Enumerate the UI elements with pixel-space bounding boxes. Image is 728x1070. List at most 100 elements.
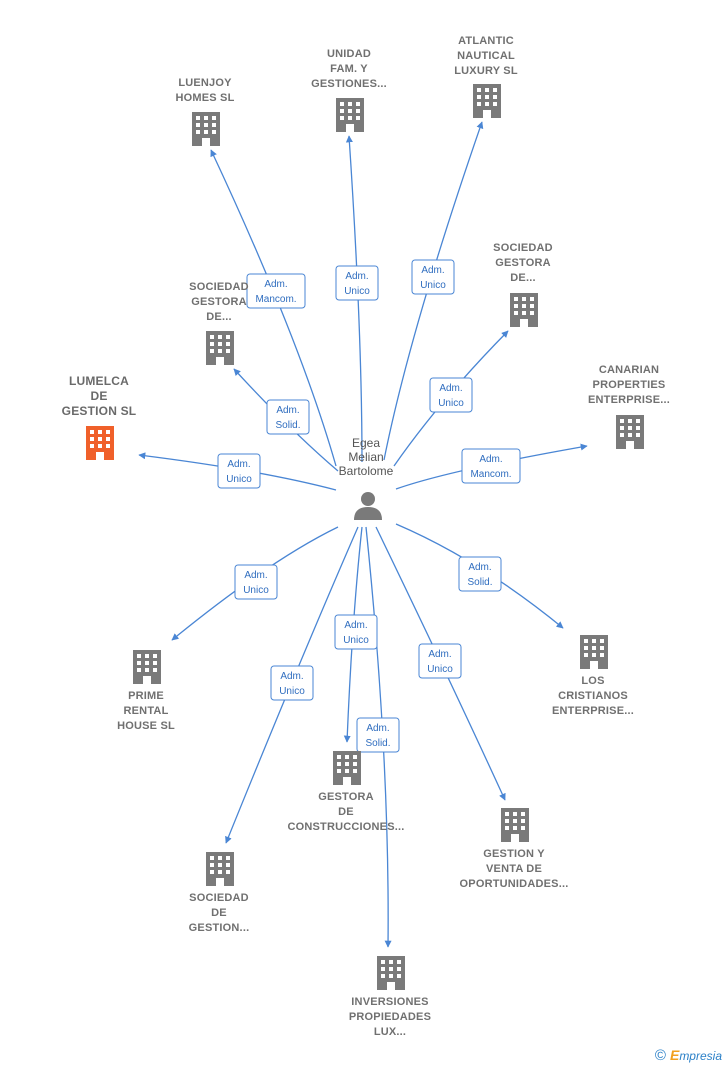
company-name-line: HOMES SL [175, 92, 234, 104]
role-badge-box [234, 564, 278, 600]
role-badge-line: Adm. [244, 570, 267, 581]
role-badge-line: Adm. [344, 620, 367, 631]
building-icon [510, 293, 538, 327]
company-name-line: CRISTIANOS [558, 690, 628, 702]
building-icon [133, 650, 161, 684]
role-badge-box [246, 273, 306, 309]
company-name-line: GESTION SL [62, 404, 137, 418]
company-name-line: PROPIEDADES [349, 1011, 431, 1023]
edge-unidad [345, 135, 363, 463]
company-node-sociedad-gestion[interactable]: SOCIEDADDEGESTION... [189, 852, 250, 934]
role-badge-line: Mancom. [470, 469, 511, 480]
company-node-luenjoy[interactable]: LUENJOY HOMES SL [175, 77, 234, 146]
role-badge-box [411, 259, 455, 295]
role-badge-line: Solid. [467, 577, 492, 588]
building-icon [501, 808, 529, 842]
role-badge-line: Unico [344, 286, 370, 297]
brand-initial: E [669, 1047, 680, 1063]
role-badge-line: Adm. [276, 405, 299, 416]
company-node-sociedad-gestora-1[interactable]: SOCIEDADGESTORADE... [189, 281, 249, 365]
company-name-line: NAUTICAL [457, 50, 515, 62]
role-badge-prime[interactable]: Adm. Unico [234, 564, 278, 600]
company-name-line: LOS [581, 675, 604, 687]
company-name-line: CANARIAN [599, 364, 659, 376]
company-name-line: GESTION... [189, 922, 250, 934]
building-icon [206, 331, 234, 365]
role-badge-line: Adm. [227, 459, 250, 470]
company-name-line: SOCIEDAD [493, 242, 553, 254]
brand-footer: ©Empresia [655, 1047, 722, 1064]
role-badge-sociedad-gestion[interactable]: Adm.Unico [270, 665, 314, 701]
role-badge-line: Unico [343, 635, 369, 646]
company-name-line: INVERSIONES [351, 996, 428, 1008]
edge-luenjoy [210, 149, 337, 467]
company-name-line: LUENJOY [178, 77, 232, 89]
company-name-line: GESTORA [191, 296, 247, 308]
company-name-line: FAM. Y [330, 63, 368, 75]
role-badge-box [461, 448, 521, 484]
role-badge-line: Adm. [264, 279, 287, 290]
role-badge-line: Adm. [479, 454, 502, 465]
role-badge-line: Unico [438, 398, 464, 409]
role-badge-sociedad-gestora-1[interactable]: Adm. Solid. [266, 399, 310, 435]
role-badge-box [270, 665, 314, 701]
company-name-line: ENTERPRISE... [588, 394, 670, 406]
role-badge-unidad[interactable]: Adm.Unico [335, 265, 379, 301]
role-badge-line: Unico [243, 585, 269, 596]
role-badge-gestora-construcciones[interactable]: Adm. Unico [334, 614, 378, 650]
company-node-canarian[interactable]: CANARIANPROPERTIESENTERPRISE... [588, 364, 670, 449]
company-node-los-cristianos[interactable]: LOSCRISTIANOSENTERPRISE... [552, 635, 634, 717]
company-name-line: CONSTRUCCIONES... [287, 821, 404, 833]
role-badge-gestion-venta[interactable]: Adm. Unico [418, 643, 462, 679]
role-badge-line: Adm. [428, 649, 451, 660]
building-icon [377, 956, 405, 990]
role-badge-line: Mancom. [255, 294, 296, 305]
building-icon [616, 415, 644, 449]
copyright-icon: © [654, 1047, 666, 1064]
role-badge-line: Solid. [365, 738, 390, 749]
role-badge-canarian[interactable]: Adm. Mancom. [461, 448, 521, 484]
role-badge-line: Unico [226, 474, 252, 485]
person-name-line-3: Bartolome [339, 464, 394, 478]
role-badge-sociedad-gestora-2[interactable]: Adm. Unico [429, 377, 473, 413]
brand-name: mpresia [679, 1049, 722, 1063]
company-node-inversiones[interactable]: INVERSIONESPROPIEDADESLUX... [349, 956, 431, 1038]
role-badge-line: Adm. [468, 562, 491, 573]
role-badge-luenjoy[interactable]: Adm. Mancom. [246, 273, 306, 309]
role-badge-box [217, 453, 261, 489]
company-node-sociedad-gestora-2[interactable]: SOCIEDADGESTORADE... [493, 242, 553, 327]
company-name-line: UNIDAD [327, 48, 371, 60]
company-name-line: VENTA DE [486, 863, 542, 875]
role-badge-box [356, 717, 400, 753]
building-icon [86, 426, 114, 460]
building-icon [580, 635, 608, 669]
company-name-line: GESTION Y [483, 848, 545, 860]
edge-atlantic [383, 121, 484, 461]
company-name-line: GESTORA [495, 257, 551, 269]
role-badge-box [266, 399, 310, 435]
company-name-line: DE [211, 907, 227, 919]
person-name-line-1: Egea [352, 436, 380, 450]
company-name-line: DE [90, 389, 107, 403]
building-icon [336, 98, 364, 132]
role-badge-box [429, 377, 473, 413]
role-badge-inversiones[interactable]: Adm.Solid. [356, 717, 400, 753]
role-badge-line: Unico [427, 664, 453, 675]
person-node[interactable]: Egea Melian Bartolome [339, 436, 394, 520]
person-name-line-2: Melian [348, 450, 383, 464]
role-badge-line: Adm. [439, 383, 462, 394]
role-badge-line: Solid. [275, 420, 300, 431]
company-node-gestora-construcciones[interactable]: GESTORADECONSTRUCCIONES... [287, 751, 404, 833]
role-badge-line: Adm. [280, 671, 303, 682]
role-badge-atlantic[interactable]: Adm.Unico [411, 259, 455, 295]
role-badge-lumelca[interactable]: Adm. Unico [217, 453, 261, 489]
company-name-line: ATLANTIC [458, 35, 514, 47]
role-badge-los-cristianos[interactable]: Adm. Solid. [458, 556, 502, 592]
role-badge-line: Adm. [421, 265, 444, 276]
